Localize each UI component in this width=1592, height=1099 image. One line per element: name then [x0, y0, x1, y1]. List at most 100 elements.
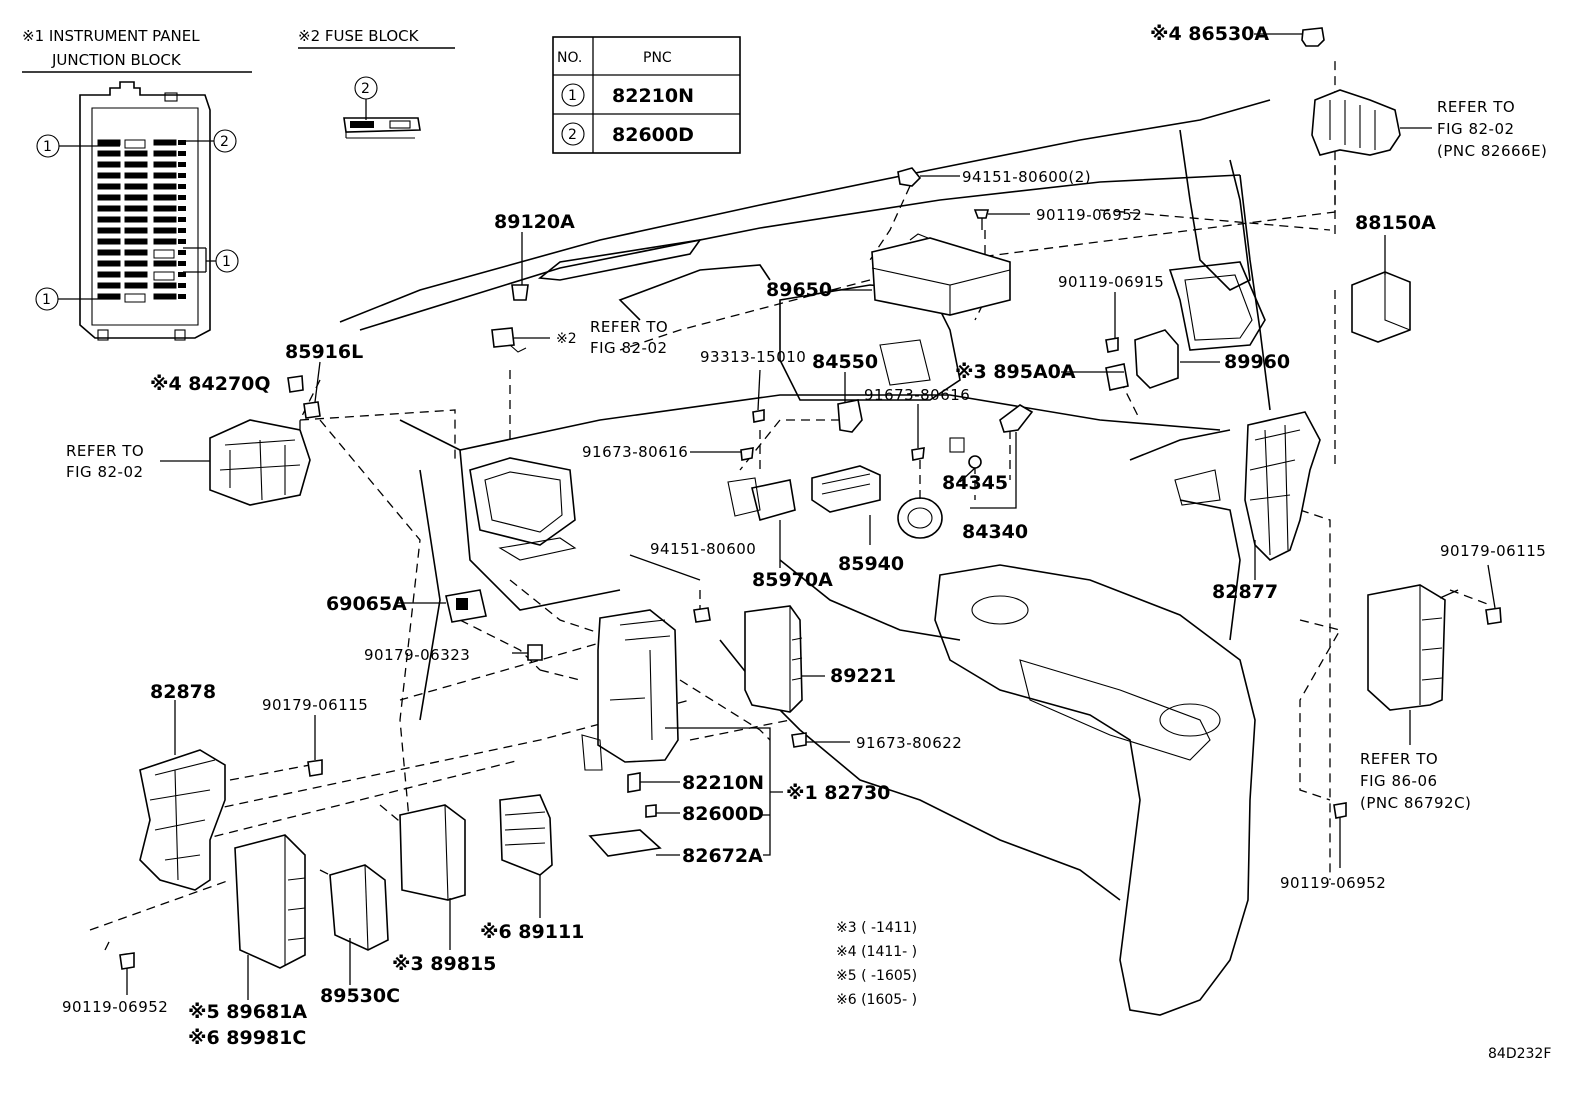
fuse-slot — [97, 161, 121, 168]
label-84270Q: ※4 84270Q — [150, 373, 271, 395]
label-89960: 89960 — [1224, 351, 1290, 373]
ecu-88150A-drawing — [1351, 271, 1411, 343]
jb-legend-title-line1: ※1 INSTRUMENT PANEL — [22, 27, 200, 45]
fuse-slot — [153, 150, 177, 157]
label-right-refer-line2: FIG 86-06 — [1360, 772, 1438, 790]
fuse-slot — [124, 183, 148, 190]
fuse-slot — [124, 194, 148, 201]
fuse-slot — [178, 217, 186, 222]
module-89650-drawing — [871, 237, 1011, 316]
fuse-slot — [153, 293, 177, 300]
label-90119-06952-left: 90119-06952 — [62, 998, 168, 1016]
relay-89960-drawing — [1134, 329, 1179, 389]
relay-89815-drawing — [399, 804, 466, 901]
fuse-slot — [153, 216, 177, 223]
label-89530C: 89530C — [320, 985, 400, 1007]
fuse-slot — [97, 150, 121, 157]
label-refer-82666-line2: FIG 82-02 — [1437, 120, 1515, 138]
fuse-slot — [97, 205, 121, 212]
label-84550: 84550 — [812, 351, 878, 373]
module-89681A-drawing — [234, 834, 306, 969]
label-86530A: ※4 86530A — [1150, 23, 1269, 45]
label-88150A: 88150A — [1355, 212, 1436, 234]
cover-82672A-drawing — [588, 829, 662, 857]
pnc-table: NO. PNC 1 82210N 2 82600D — [552, 36, 741, 154]
ecu-89221-drawing — [744, 605, 803, 713]
label-89221: 89221 — [830, 665, 896, 687]
clip-86530A-drawing — [1301, 27, 1325, 47]
note-5: ※5 ( -1605) — [836, 968, 917, 984]
fuse-slot — [178, 162, 186, 167]
bracket-82666E-drawing — [1311, 89, 1401, 156]
junction-block-fuses — [97, 139, 186, 303]
fuse-slot — [124, 216, 148, 223]
label-89815: ※3 89815 — [392, 953, 496, 975]
part-illustrations — [119, 27, 1502, 970]
label-left-refer-line1: REFER TO — [66, 442, 144, 460]
fuse-slot — [97, 282, 121, 289]
note-3: ※3 ( -1411) — [836, 920, 917, 936]
label-84340: 84340 — [962, 521, 1028, 543]
label-89981C: ※6 89981C — [188, 1027, 306, 1049]
svg-text:2: 2 — [220, 134, 229, 150]
fuse-slot — [124, 150, 148, 157]
switch-85970A-drawing — [751, 479, 796, 521]
label-90179-06323: 90179-06323 — [364, 646, 470, 664]
svg-text:1: 1 — [222, 254, 231, 270]
label-91673-80616-a: 91673-80616 — [864, 386, 970, 404]
fuse-slot — [124, 260, 148, 267]
label-84345: 84345 — [942, 472, 1008, 494]
fuse-slot — [178, 283, 186, 288]
svg-text:1: 1 — [42, 292, 51, 308]
junction-block-illustration — [79, 81, 211, 341]
fuse-slot — [124, 161, 148, 168]
label-91673-80616-b: 91673-80616 — [582, 443, 688, 461]
fuse-slot — [124, 293, 146, 303]
fuse-slot — [124, 271, 148, 278]
label-90119-06952-right: 90119-06952 — [1280, 874, 1386, 892]
label-90119-06915: 90119-06915 — [1058, 273, 1164, 291]
fuse-slot — [178, 151, 186, 156]
fuse-slot — [153, 139, 177, 146]
fuse-slot — [178, 294, 186, 299]
fuse-slot — [97, 293, 121, 300]
label-right-refer-line1: REFER TO — [1360, 750, 1438, 768]
label-93313-15010: 93313-15010 — [700, 348, 806, 366]
label-90119-06952-top: 90119-06952 — [1036, 206, 1142, 224]
fuse-slot — [178, 228, 186, 233]
fuse-slot — [178, 173, 186, 178]
fuse-slot — [153, 161, 177, 168]
fuse-slot — [124, 227, 148, 234]
fuse-slot — [97, 183, 121, 190]
label-ref2-mark: ※2 — [556, 331, 577, 347]
fuse-block-illustration — [343, 117, 421, 139]
fuse-slot — [97, 139, 121, 146]
fuse-slot — [97, 238, 121, 245]
svg-text:1: 1 — [43, 139, 52, 155]
fuse-slot — [153, 260, 177, 267]
leader-lines — [89, 60, 1491, 951]
pnc-table-row2-no: 2 — [568, 127, 577, 143]
label-89120A: 89120A — [494, 211, 575, 233]
pnc-table-row2-pnc: 82600D — [612, 124, 694, 146]
fuse-slot — [178, 239, 186, 244]
fuse-slot — [153, 238, 177, 245]
fuse-slot — [97, 260, 121, 267]
fuse-slot — [97, 172, 121, 179]
label-82672A: 82672A — [682, 845, 763, 867]
fuse-slot — [124, 205, 148, 212]
fuse-slot — [178, 195, 186, 200]
fuse-slot — [153, 271, 175, 281]
label-89650: 89650 — [766, 279, 832, 301]
fuse-slot — [153, 249, 175, 259]
fuse-slot — [124, 172, 148, 179]
label-leaders — [126, 33, 1496, 1000]
part-labels: ※4 86530A REFER TO FIG 82-02 (PNC 82666E… — [62, 23, 1547, 1049]
label-69065A: 69065A — [326, 593, 407, 615]
fuse-slot — [97, 194, 121, 201]
fuse-slot — [97, 271, 121, 278]
fuse-block-legend: ※2 FUSE BLOCK 2 — [298, 27, 455, 139]
fuse-slot — [153, 183, 177, 190]
bracket-82877-drawing — [1244, 411, 1321, 561]
